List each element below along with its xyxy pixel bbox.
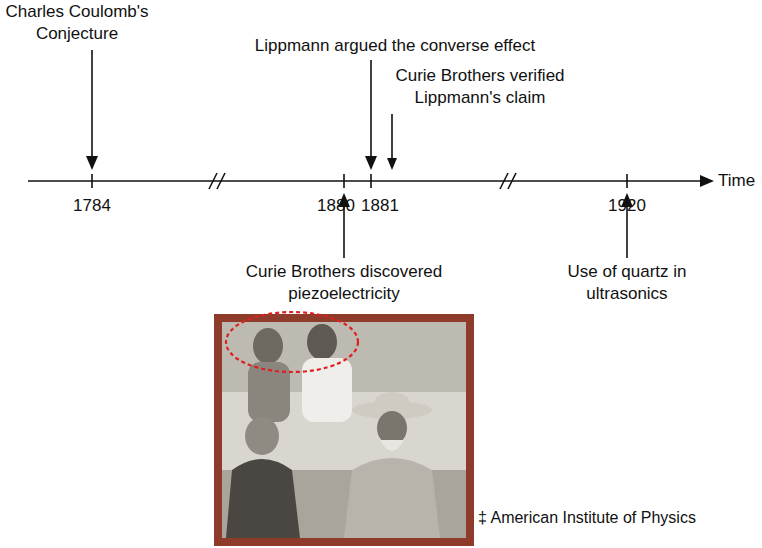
event-label: Lippmann argued the converse effect: [230, 35, 560, 57]
photo-credit: ‡ American Institute of Physics: [478, 507, 696, 529]
axis-arrowhead: [700, 175, 714, 187]
year-label: 1920: [597, 195, 657, 217]
axis-break: [209, 173, 516, 189]
axis-label: Time: [718, 170, 755, 192]
leader-arrows: [92, 50, 627, 258]
event-label: Use of quartz in ultrasonics: [567, 261, 687, 305]
event-label: Curie Brothers discovered piezoelectrici…: [229, 261, 459, 305]
year-label: 1784: [62, 195, 122, 217]
event-label: Charles Coulomb's Conjecture: [2, 1, 152, 45]
highlight-circle: [226, 312, 358, 372]
time-axis: [28, 174, 702, 188]
photo: [214, 312, 474, 546]
event-label: Curie Brothers verified Lippmann's claim: [385, 65, 575, 109]
year-label: 1880: [311, 195, 361, 217]
arrowheads: [86, 156, 633, 207]
year-label: 1881: [355, 195, 405, 217]
